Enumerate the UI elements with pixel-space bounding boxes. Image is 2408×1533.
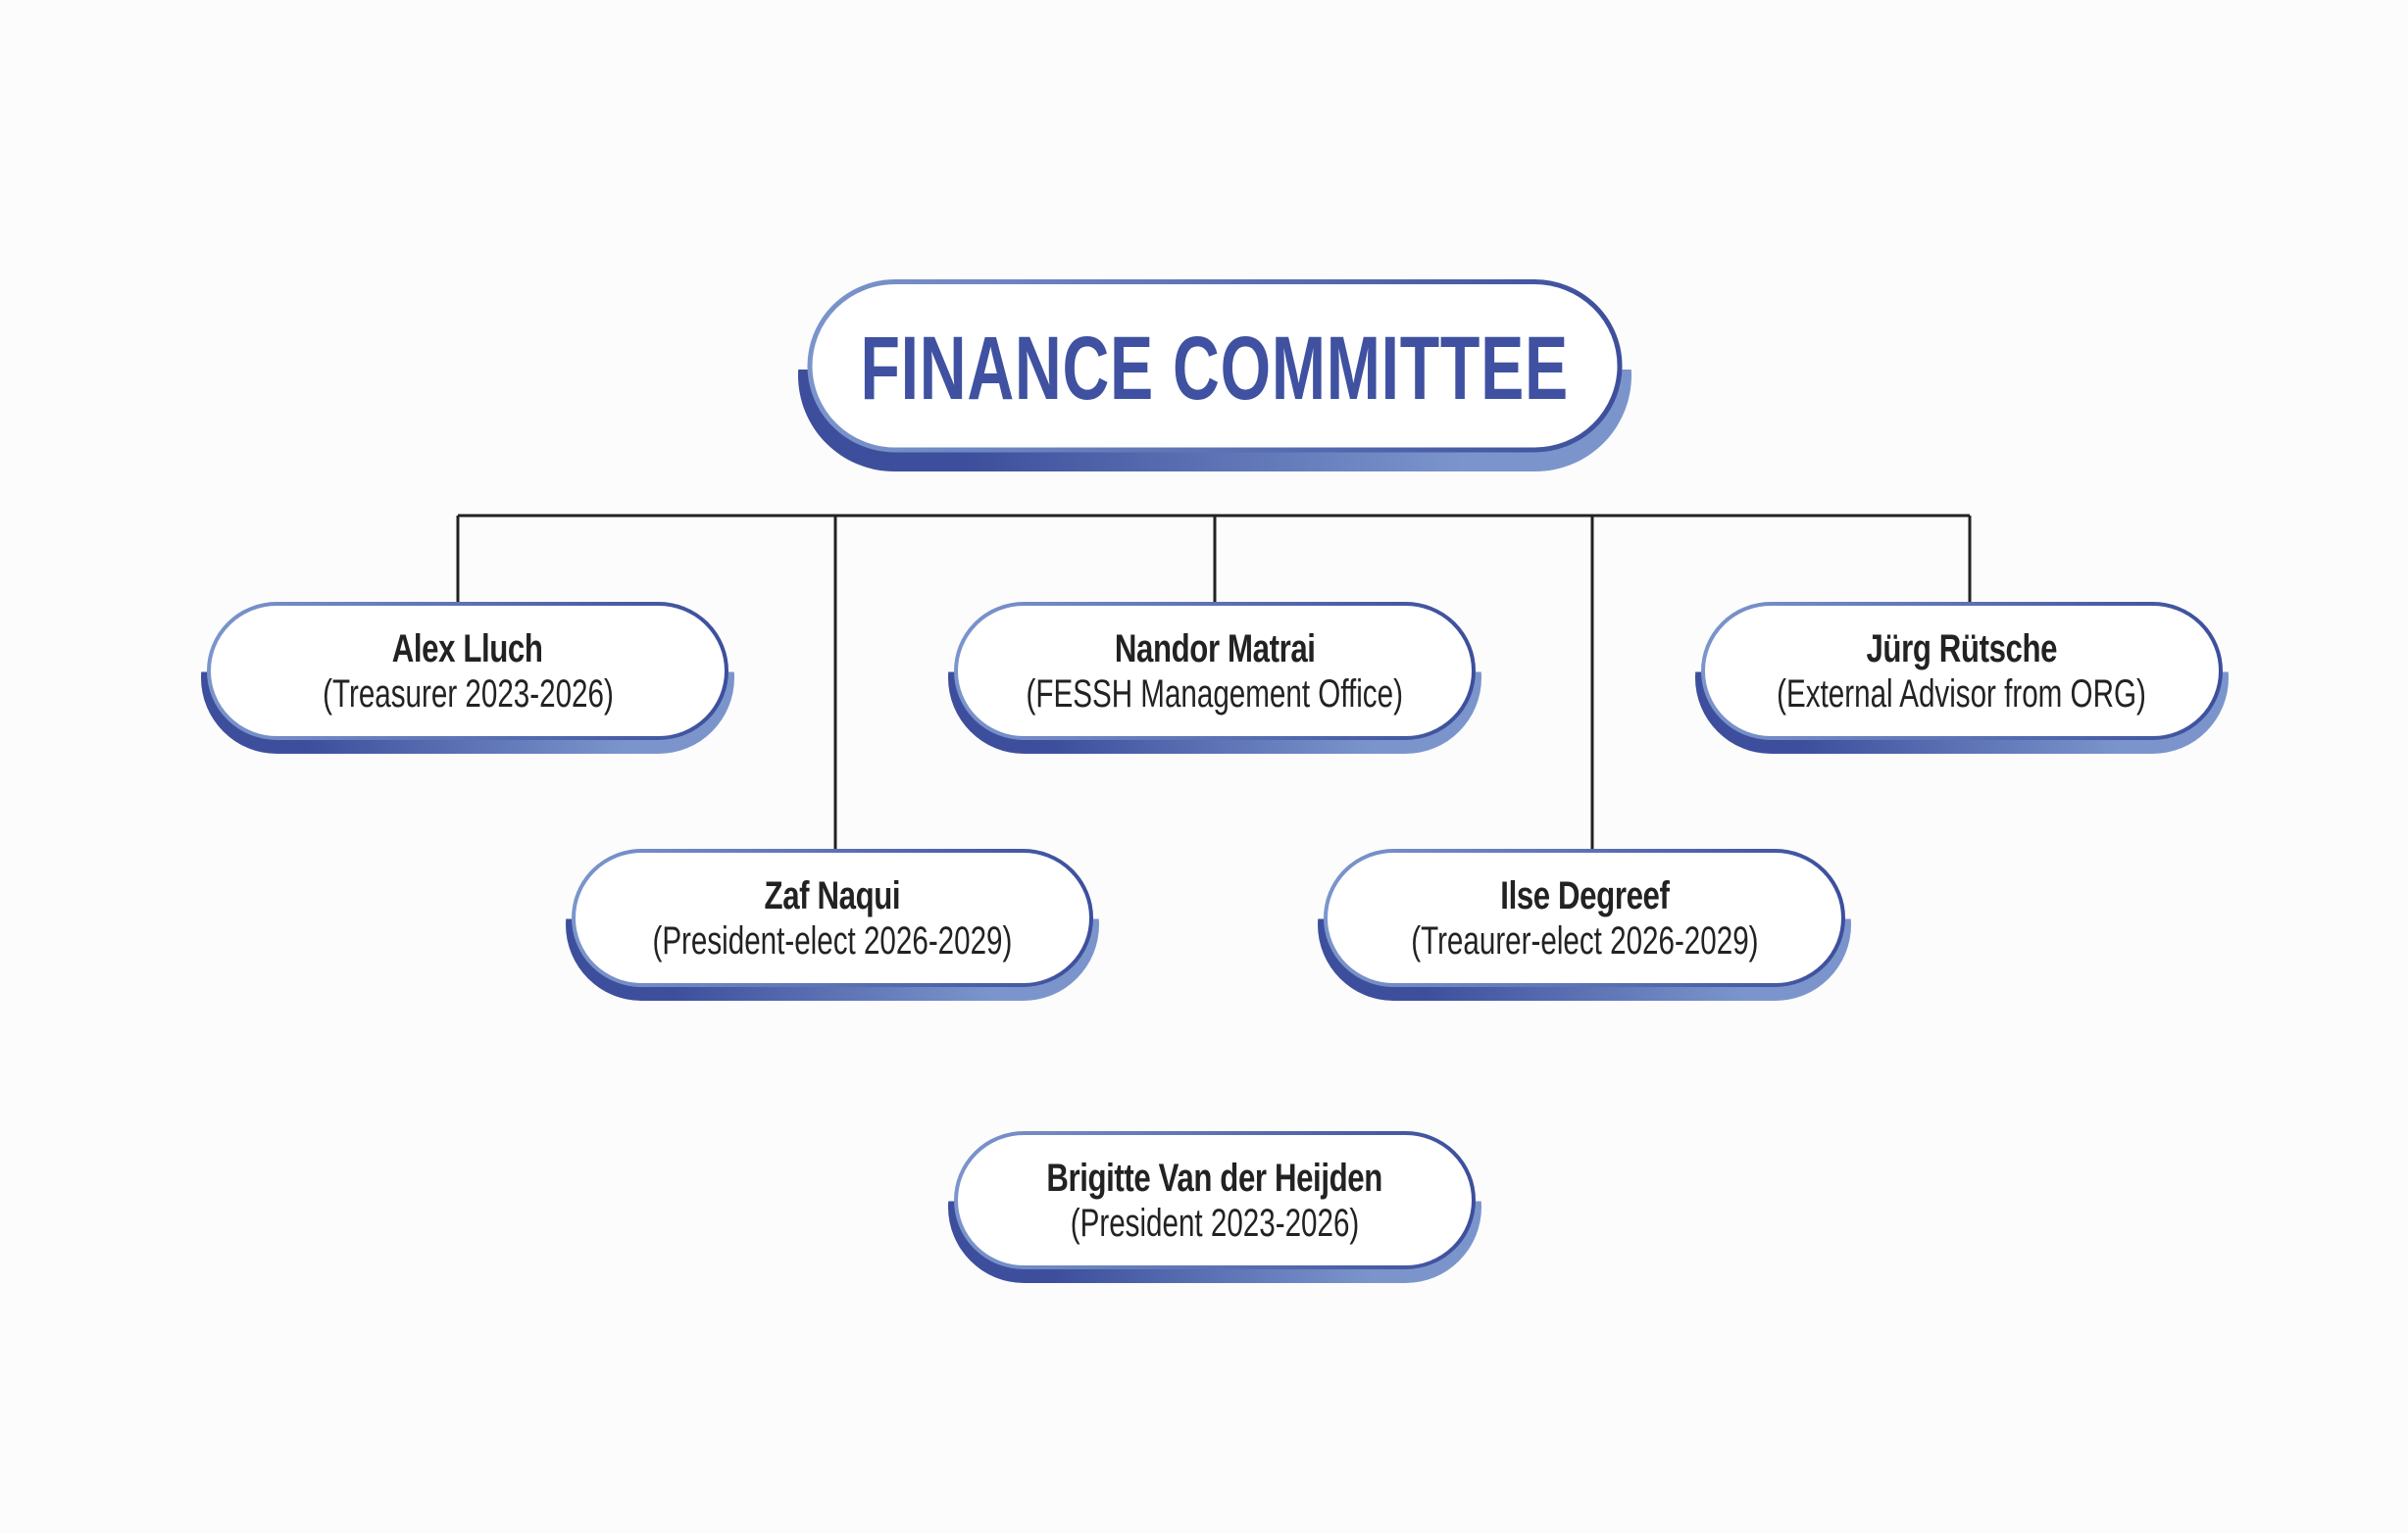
member-role: (President 2023-2026) [1070, 1201, 1360, 1245]
pill-body [807, 279, 1623, 453]
pill-frame [1695, 602, 2229, 754]
pill-body [572, 849, 1093, 987]
member-name: Brigitte Van der Heijden [1046, 1156, 1383, 1200]
member-role: (Treaurer-elect 2026-2029) [1410, 918, 1759, 963]
pill-frame [566, 849, 1099, 1001]
pill-body [1324, 849, 1845, 987]
member-name: Jürg Rütsche [1866, 626, 2058, 670]
member-role: (External Advisor from ORG) [1777, 671, 2147, 716]
pill-frame [948, 602, 1481, 754]
member-brigitte-van-der-heijden: Brigitte Van der Heijden(President 2023-… [948, 1131, 1481, 1283]
member-nandor-matrai: Nandor Matrai(FESSH Management Office) [948, 602, 1481, 754]
member-role: (Treasurer 2023-2026) [322, 671, 614, 716]
pill-frame [948, 1131, 1481, 1283]
pill-frame [201, 602, 734, 754]
member-name: Nandor Matrai [1114, 626, 1316, 670]
page-title: FINANCE COMMITTEE [860, 318, 1570, 419]
member-name: Ilse Degreef [1499, 873, 1670, 917]
pill-body [1701, 602, 2223, 740]
pill-frame [798, 279, 1631, 471]
member-alex-lluch: Alex Lluch(Treasurer 2023-2026) [201, 602, 734, 754]
member-name: Alex Lluch [392, 626, 543, 670]
member-name: Zaf Naqui [764, 873, 901, 917]
pill-body [954, 1131, 1476, 1269]
member-zaf-naqui: Zaf Naqui(President-elect 2026-2029) [566, 849, 1099, 1001]
pill-frame [1318, 849, 1851, 1001]
member-jurg-rutsche: Jürg Rütsche(External Advisor from ORG) [1695, 602, 2229, 754]
member-role: (FESSH Management Office) [1026, 671, 1404, 716]
pill-body [207, 602, 728, 740]
member-role: (President-elect 2026-2029) [652, 918, 1013, 963]
member-ilse-degreef: Ilse Degreef(Treaurer-elect 2026-2029) [1318, 849, 1851, 1001]
pill-body [954, 602, 1476, 740]
title-pill: FINANCE COMMITTEE [798, 279, 1631, 471]
